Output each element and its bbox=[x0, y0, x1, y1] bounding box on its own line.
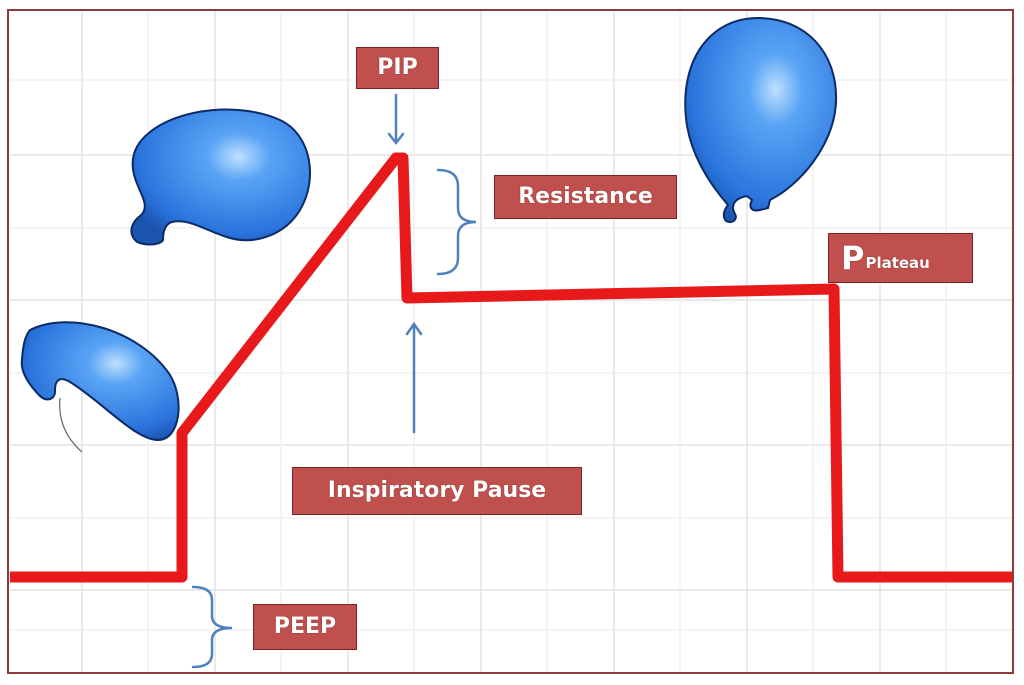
pplateau-label-subscript: Plateau bbox=[865, 253, 930, 272]
inspiratory-pause-arrow bbox=[405, 321, 423, 434]
pip-arrow bbox=[387, 93, 405, 146]
peep-bracket bbox=[191, 585, 233, 669]
resistance-bracket bbox=[436, 168, 477, 276]
pressure-waveform bbox=[10, 152, 1012, 583]
diagram-frame bbox=[7, 9, 1014, 674]
pip-label-text: PIP bbox=[377, 55, 418, 80]
pip-label: PIP bbox=[356, 47, 439, 89]
balloon-icon bbox=[684, 16, 838, 224]
balloon-icon bbox=[130, 108, 312, 246]
inspiratory-pause-label: Inspiratory Pause bbox=[292, 467, 582, 515]
balloon-icon bbox=[20, 321, 180, 453]
peep-label-text: PEEP bbox=[273, 614, 337, 639]
resistance-label-text: Resistance bbox=[518, 184, 653, 209]
inspiratory-pause-label-text: Inspiratory Pause bbox=[327, 478, 547, 503]
peep-label: PEEP bbox=[253, 604, 357, 650]
pplateau-label-letter: P bbox=[841, 239, 865, 277]
grid bbox=[10, 11, 1012, 672]
resistance-label: Resistance bbox=[494, 175, 677, 219]
